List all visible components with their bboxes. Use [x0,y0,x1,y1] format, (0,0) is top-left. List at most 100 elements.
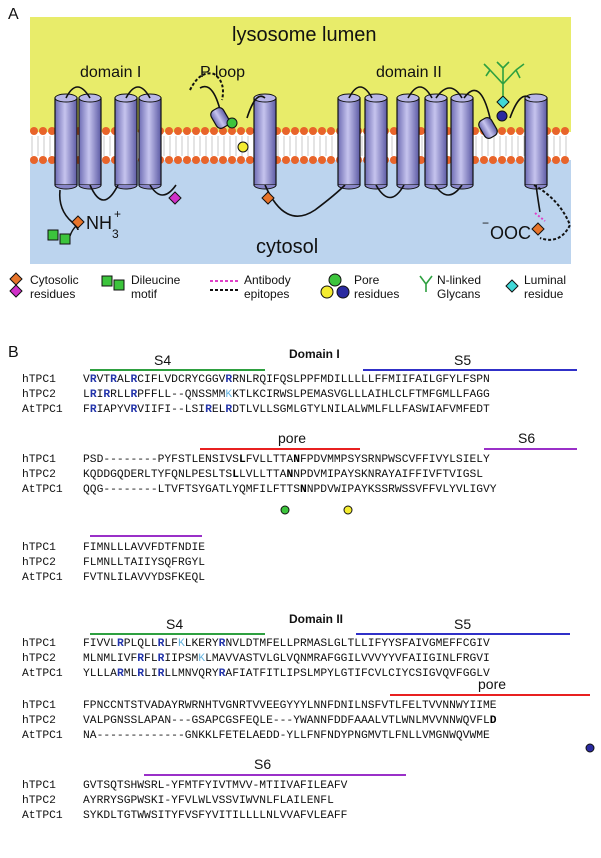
c-term-label: OOC [490,223,531,243]
helix-bottom [450,184,474,190]
transmembrane-helix [396,97,420,186]
lipid-head [489,156,497,164]
lipid-head [291,156,299,164]
alignment-row: hTPC2 MLNMLIVFRFLRIIPSMKLMAVVASTVLGLVQNM… [22,653,490,665]
lipid-head [192,156,200,164]
lipid-head [282,127,290,135]
lipid-head [300,156,308,164]
lipid-head [561,127,569,135]
lipid-head [561,156,569,164]
lipid-head [165,127,173,135]
svg-text:+: + [114,207,121,221]
alignment-row: hTPC2 VALPGNSSLAPAN---GSAPCGSFEQLE---YWA… [22,715,497,727]
panel-a-label: A [8,6,19,23]
alignment-row: AtTPC1 YLLLARMLRLIRLLMNVQRYRAFIATFITLIPS… [22,668,490,680]
pore-residue-yellow [237,141,249,153]
cytosolic-residue-orange-1 [261,191,275,205]
domain-1-label: domain I [80,64,142,81]
lipid-head [327,127,335,135]
cytosol-label: cytosol [256,236,319,258]
lipid-head [516,156,524,164]
lipid-head [48,156,56,164]
lipid-head [480,156,488,164]
s4-bar-d1 [90,369,265,371]
transmembrane-helix [78,97,102,186]
lipid-head [30,127,38,135]
lipid-head [498,156,506,164]
lipid-head [390,156,398,164]
lipid-head [174,127,182,135]
domain-2-label: domain II [376,64,442,81]
s4-label-d1: S4 [154,352,172,368]
transmembrane-helix [524,97,548,186]
transmembrane-helix [424,97,448,186]
transmembrane-helix [114,97,138,186]
lipid-head [237,127,245,135]
loops [58,85,541,231]
domain-2-title: Domain II [289,612,344,626]
pore-marker-yellow [343,505,353,515]
lipid-head [192,127,200,135]
s5-label-d1: S5 [454,352,472,368]
luminal-residue [496,95,510,109]
alignment-row: AtTPC1 NA-------------GNKKLFETELAEDD-YLL… [22,730,490,742]
transmembrane-helix [337,97,361,186]
lipid-head [183,156,191,164]
helix-bottom [54,184,78,190]
lipid-head [246,156,254,164]
domain-1-title: Domain I [289,347,340,361]
pore-bar-d1 [200,448,360,450]
transmembrane-helix [364,97,388,186]
helices [54,93,548,190]
helix-bottom [78,184,102,190]
lipid-head [390,127,398,135]
lipid-head [516,127,524,135]
helix-bottom [253,184,277,190]
alignment-d2-block1: hTPC1 FIVVLRPLQLLRLFKLKERYRNVLDTMFELLPRM… [22,637,490,682]
alignment-row: hTPC2 AYRRYSGPWSKI-YFVLWLVSSVIWVNLFLAILE… [22,795,334,807]
pore-bar-d2 [390,694,590,696]
c-term-epitope [533,184,572,241]
alignment-row: hTPC1 GVTSQTSHWSRL-YFMTFYIVTMVV-MTIIVAFI… [22,780,348,792]
lipid-head [291,127,299,135]
lipid-head [210,156,218,164]
s6-bar-d2 [144,774,406,776]
lipid-head [165,156,173,164]
p-loop-epitope [189,72,224,101]
s6-label-d1: S6 [518,430,536,446]
dileucine-square-1 [47,229,59,241]
lumen-label: lysosome lumen [232,24,377,46]
lipid-head [282,156,290,164]
alignment-row: hTPC2 FLMNLLTAIIYSQFRGYL [22,557,206,569]
alignment-d1-block1: hTPC1 VRVTRALRCIFLVDCRYCGGVRRNLRQIFQSLPP… [22,373,490,418]
lipid-head [237,156,245,164]
alignment-row: AtTPC1 SYKDLTGTWWSITYFVSFYVITILLLLNLVVAF… [22,810,348,822]
pore-helix-2 [478,117,498,139]
lipid-head [228,127,236,135]
s4-label-d2: S4 [166,616,184,632]
alignment-d2-block3: hTPC1 GVTSQTSHWSRL-YFMTFYIVTMVV-MTIIVAFI… [22,779,347,824]
legend-antibody: Antibody [244,273,291,287]
s5-bar-d2 [356,633,570,635]
alignment-row: hTPC2 LRIRRLLRPFFLL--QNSSMMKKTLKCIRWSLPE… [22,389,490,401]
lipid-head [300,127,308,135]
pore-residue-green [226,117,238,129]
lipid-head [174,156,182,164]
svg-text:3: 3 [112,227,119,241]
lipid-head [552,156,560,164]
pore-label-d1: pore [278,430,307,446]
lipid-head [201,127,209,135]
s6-bar-d1-cont [90,535,202,537]
alignment-d1-block2: hTPC1 PSD--------PYFSTLENSIVSLFVLLTTANFP… [22,453,497,498]
s6-bar-d1 [484,448,577,450]
lipid-head [318,156,326,164]
helix-cap [524,93,548,103]
transmembrane-helix [450,97,474,186]
lipid-head [498,127,506,135]
pore-marker-blue [585,743,595,753]
pore-residue-blue [496,110,508,122]
helix-cap [364,93,388,103]
s5-label-d2: S5 [454,616,472,632]
helix-bottom [138,184,162,190]
alignment-row: AtTPC1 QQG--------LTVFTSYGATLYQMFILFTTSN… [22,484,497,496]
